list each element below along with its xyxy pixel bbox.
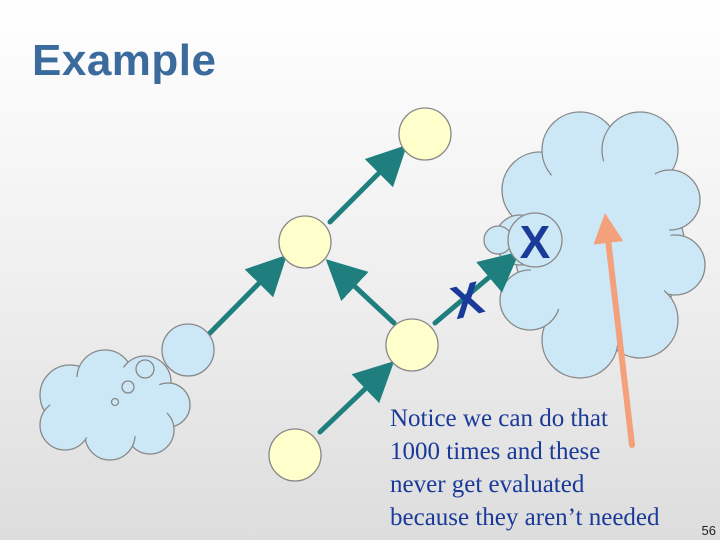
node-right-cloud <box>507 212 563 268</box>
right-cloud <box>494 111 706 379</box>
edge-center-to-rightcloud <box>432 251 520 326</box>
node-left-cloud <box>161 323 215 377</box>
annotation-text: Notice we can do that 1000 times and the… <box>390 405 660 531</box>
edge-bottom-to-center <box>317 361 395 435</box>
edge-center-to-leftmid <box>325 259 397 326</box>
thought-bubble-left <box>135 359 155 379</box>
node-center <box>385 318 439 372</box>
edge-leftcloud-to-leftmid <box>205 254 288 338</box>
node-left-middle <box>278 215 332 269</box>
slide-title: Example <box>32 36 217 85</box>
pointer-arrow <box>593 213 635 448</box>
thought-bubble-left <box>121 380 135 394</box>
cut-edge-marker: X <box>445 271 488 329</box>
thought-bubble-left <box>110 397 120 407</box>
node-top <box>398 107 452 161</box>
node-bottom <box>268 428 322 482</box>
slide-number: 56 <box>701 523 716 538</box>
edge-leftmid-to-top <box>327 144 408 225</box>
evaluated-node-marker: X <box>520 216 551 268</box>
